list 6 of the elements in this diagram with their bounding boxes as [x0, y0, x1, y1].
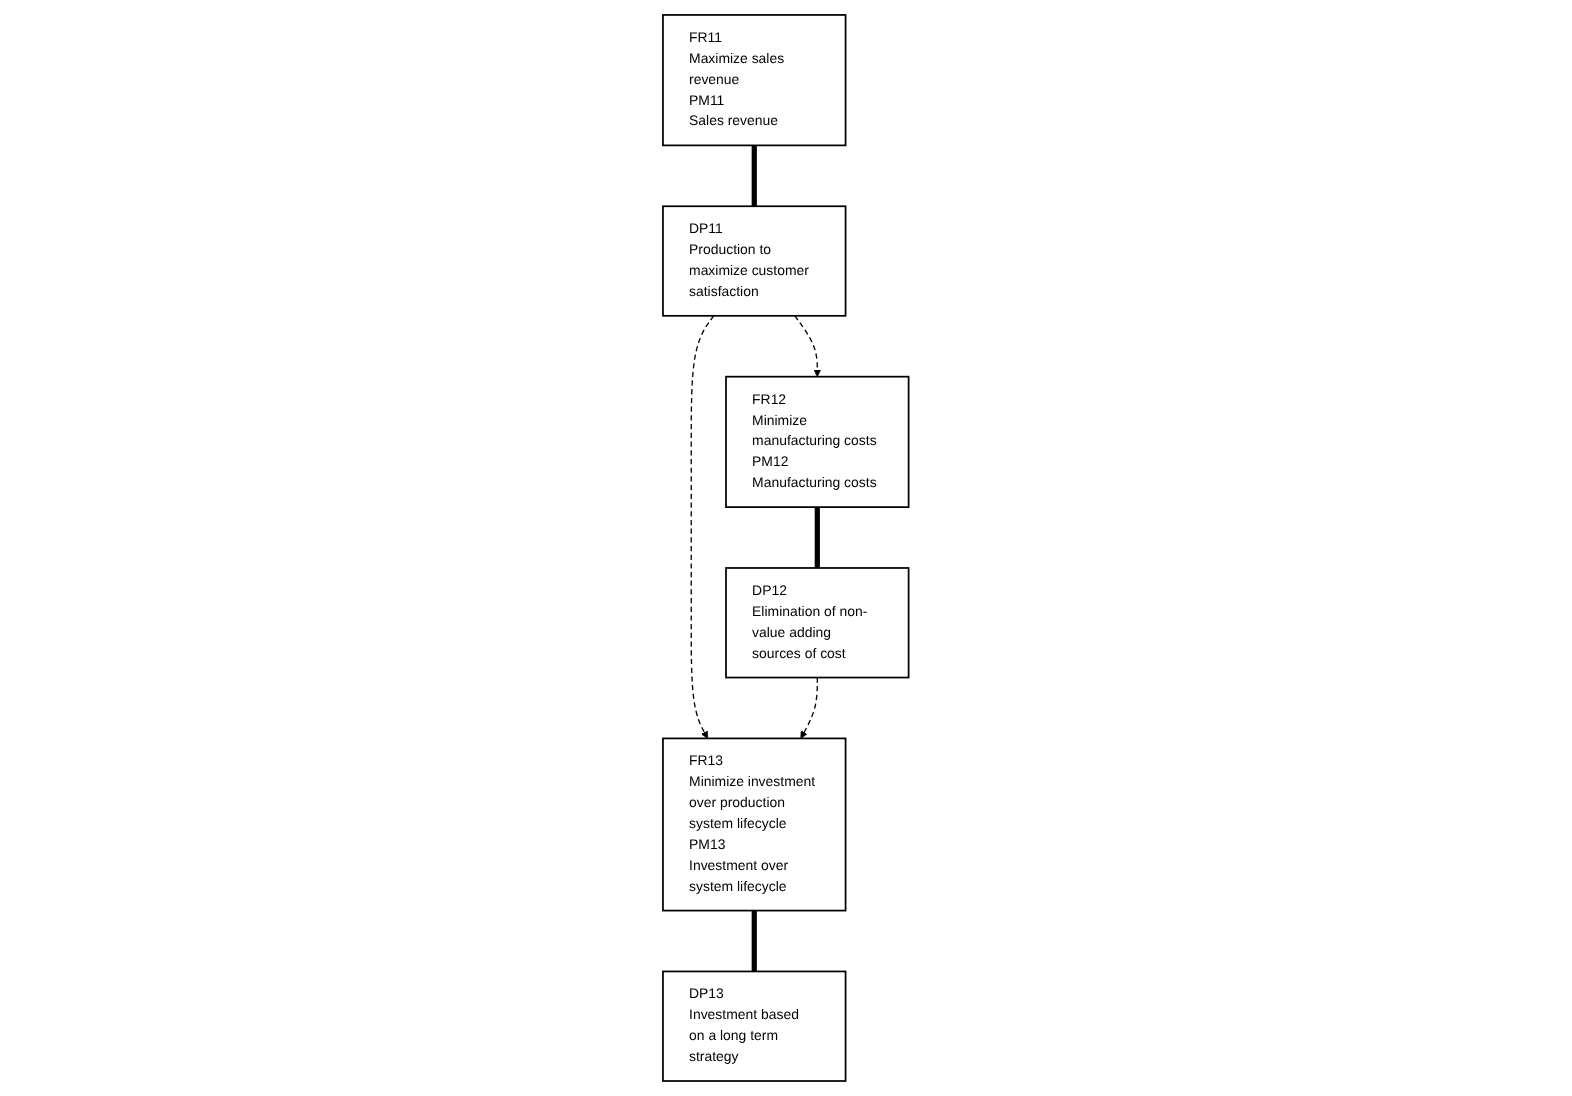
connector [814, 507, 821, 568]
arrow [690, 315, 715, 739]
arrow [800, 676, 819, 739]
connector [751, 145, 758, 207]
connector [751, 910, 758, 972]
arrow [794, 315, 822, 378]
